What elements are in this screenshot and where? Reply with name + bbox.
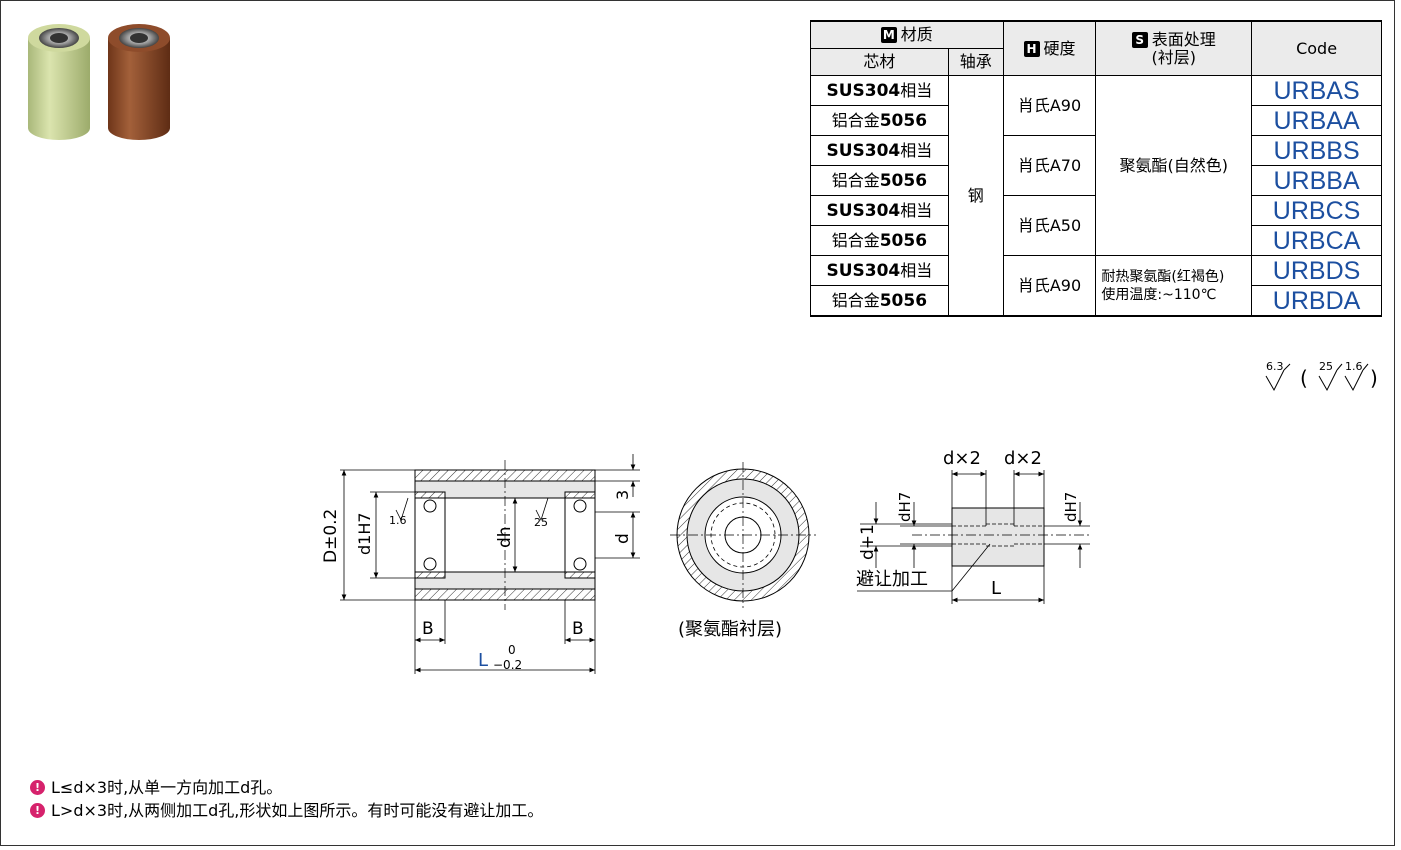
core-cell: 铝合金5056 xyxy=(810,285,949,317)
note-item: !L>d×3时,从两侧加工d孔,形状如上图所示。有时可能没有避让加工。 xyxy=(30,799,543,822)
surface-cell-standard: 聚氨酯(自然色) xyxy=(1095,75,1253,256)
dim-three: 3 xyxy=(613,490,632,500)
roughness-symbol: 6.3 ( 25 1.6 ) xyxy=(1265,360,1378,392)
roughness-alt2: 1.6 xyxy=(1345,360,1363,373)
code-cell[interactable]: URBBS xyxy=(1251,135,1382,166)
dim-B-right: B xyxy=(572,619,584,639)
dim-L-tol-down: −0.2 xyxy=(493,658,522,672)
roughness-main: 6.3 xyxy=(1266,360,1284,373)
section-caption: (聚氨酯衬层) xyxy=(678,619,782,640)
brown-roller xyxy=(108,24,170,140)
bearing-right xyxy=(564,491,596,579)
relief-label: 避让加工 xyxy=(856,569,928,590)
hardness-cell: 肖氏A70 xyxy=(1002,135,1097,196)
code-cell[interactable]: URBDS xyxy=(1251,255,1382,286)
code-cell[interactable]: URBAS xyxy=(1251,75,1382,106)
end-view: (聚氨酯衬层) xyxy=(670,462,816,640)
dim-L-right: L xyxy=(991,578,1001,599)
header-bearing: 轴承 xyxy=(947,48,1004,76)
warning-icon: ! xyxy=(30,780,45,795)
paren-close: ) xyxy=(1370,366,1378,390)
dim-L: L xyxy=(478,650,488,671)
header-core: 芯材 xyxy=(810,48,949,76)
core-cell: SUS304相当 xyxy=(810,195,949,226)
notes: !L≤d×3时,从单一方向加工d孔。 !L>d×3时,从两侧加工d孔,形状如上图… xyxy=(30,776,543,822)
core-cell: SUS304相当 xyxy=(810,75,949,106)
section-view: D±0.2 d1H7 dh d 3 1.6 25 B B L 0 −0.2 xyxy=(321,454,640,674)
dim-dx2-right: d×2 xyxy=(1004,448,1042,469)
surface-badge-icon: S xyxy=(1131,31,1148,48)
note-item: !L≤d×3时,从单一方向加工d孔。 xyxy=(30,776,543,799)
code-cell[interactable]: URBDA xyxy=(1251,285,1382,317)
dim-dH7-right: dH7 xyxy=(1062,492,1080,522)
bearing-left xyxy=(414,491,446,579)
code-cell[interactable]: URBCA xyxy=(1251,225,1382,256)
warning-icon: ! xyxy=(30,803,45,818)
technical-drawing: D±0.2 d1H7 dh d 3 1.6 25 B B L 0 −0.2 (聚… xyxy=(321,448,1090,674)
dim-d1: d1H7 xyxy=(355,512,374,555)
header-code: Code xyxy=(1251,20,1382,76)
green-roller xyxy=(28,24,90,140)
hardness-badge-icon: H xyxy=(1023,40,1040,57)
code-cell[interactable]: URBBA xyxy=(1251,165,1382,196)
core-cell: SUS304相当 xyxy=(810,255,949,286)
dim-dh: dh xyxy=(495,526,515,548)
dim-dH7-left: dH7 xyxy=(896,492,914,522)
dim-dx2-left: d×2 xyxy=(943,448,981,469)
product-photo-rollers xyxy=(28,24,170,140)
dim-L-tol-up: 0 xyxy=(508,643,516,657)
surface-cell-heat-resistant: 耐热聚氨酯(红褐色)使用温度:~110℃ xyxy=(1095,255,1253,317)
hardness-cell: 肖氏A90 xyxy=(1002,75,1097,136)
relief-view: d×2 d×2 dH7 dH7 d+1 避让加工 L xyxy=(856,448,1090,604)
code-cell[interactable]: URBAA xyxy=(1251,105,1382,136)
code-cell[interactable]: URBCS xyxy=(1251,195,1382,226)
paren-open: ( xyxy=(1300,366,1308,390)
dim-d: d xyxy=(613,533,633,544)
material-badge-icon: M xyxy=(880,27,897,43)
dim-dplus1: d+1 xyxy=(858,524,878,560)
core-cell: SUS304相当 xyxy=(810,135,949,166)
core-cell: 铝合金5056 xyxy=(810,225,949,256)
core-cell: 铝合金5056 xyxy=(810,165,949,196)
dim-B-left: B xyxy=(422,619,434,639)
rough-16: 1.6 xyxy=(389,514,407,527)
dim-D: D±0.2 xyxy=(321,509,341,563)
roughness-alt1: 25 xyxy=(1319,360,1333,373)
hardness-cell: 肖氏A50 xyxy=(1002,195,1097,256)
rough-25: 25 xyxy=(534,516,548,529)
hardness-cell: 肖氏A90 xyxy=(1002,255,1097,317)
core-cell: 铝合金5056 xyxy=(810,105,949,136)
bearing-cell: 钢 xyxy=(947,75,1004,317)
